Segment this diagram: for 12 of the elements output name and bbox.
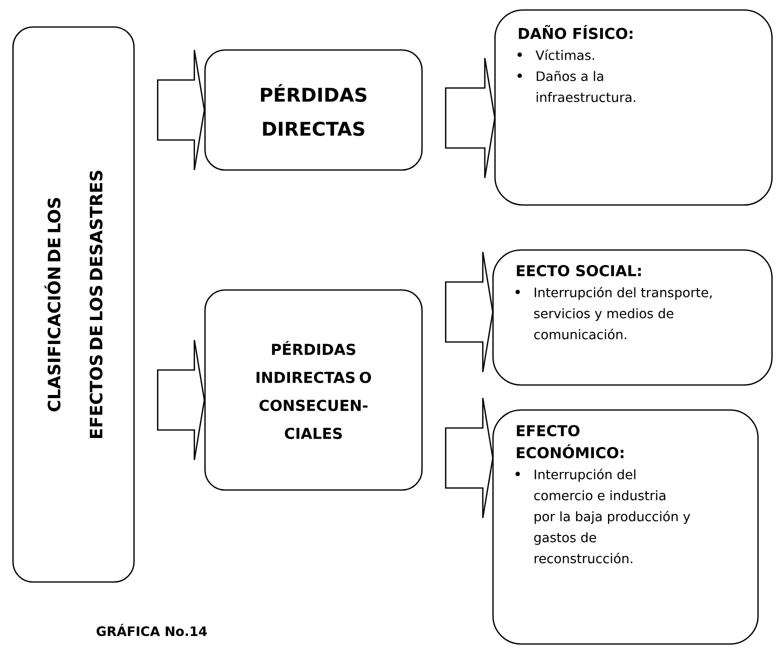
effect-box: EECTO SOCIAL: Interrupción del transporte, servicios y medios de comunicación. bbox=[492, 249, 773, 386]
block-arrow bbox=[445, 251, 494, 373]
effect-box: DAÑO FÍSICO: Víctimas. Daños a la infraestructura. bbox=[494, 9, 773, 206]
block-arrow bbox=[445, 57, 496, 179]
caption: GRÁFICA No.14 bbox=[96, 624, 207, 636]
category-box: PÉRDIDAS INDIRECTAS O CONSECUEN- CIALES bbox=[204, 289, 423, 491]
title-box: CLASIFICACIÓN DE LOS EFECTOS DE LOS DESASTRES bbox=[12, 26, 135, 583]
effect-box: EFECTO ECONÓMICO: Interrupción del comercio e industria por la baja producción y gastos de reconstrucción. bbox=[492, 409, 759, 645]
block-arrow bbox=[157, 339, 206, 461]
category-box: PÉRDIDAS DIRECTAS bbox=[204, 49, 423, 171]
block-arrow bbox=[157, 49, 206, 171]
block-arrow bbox=[445, 397, 494, 519]
